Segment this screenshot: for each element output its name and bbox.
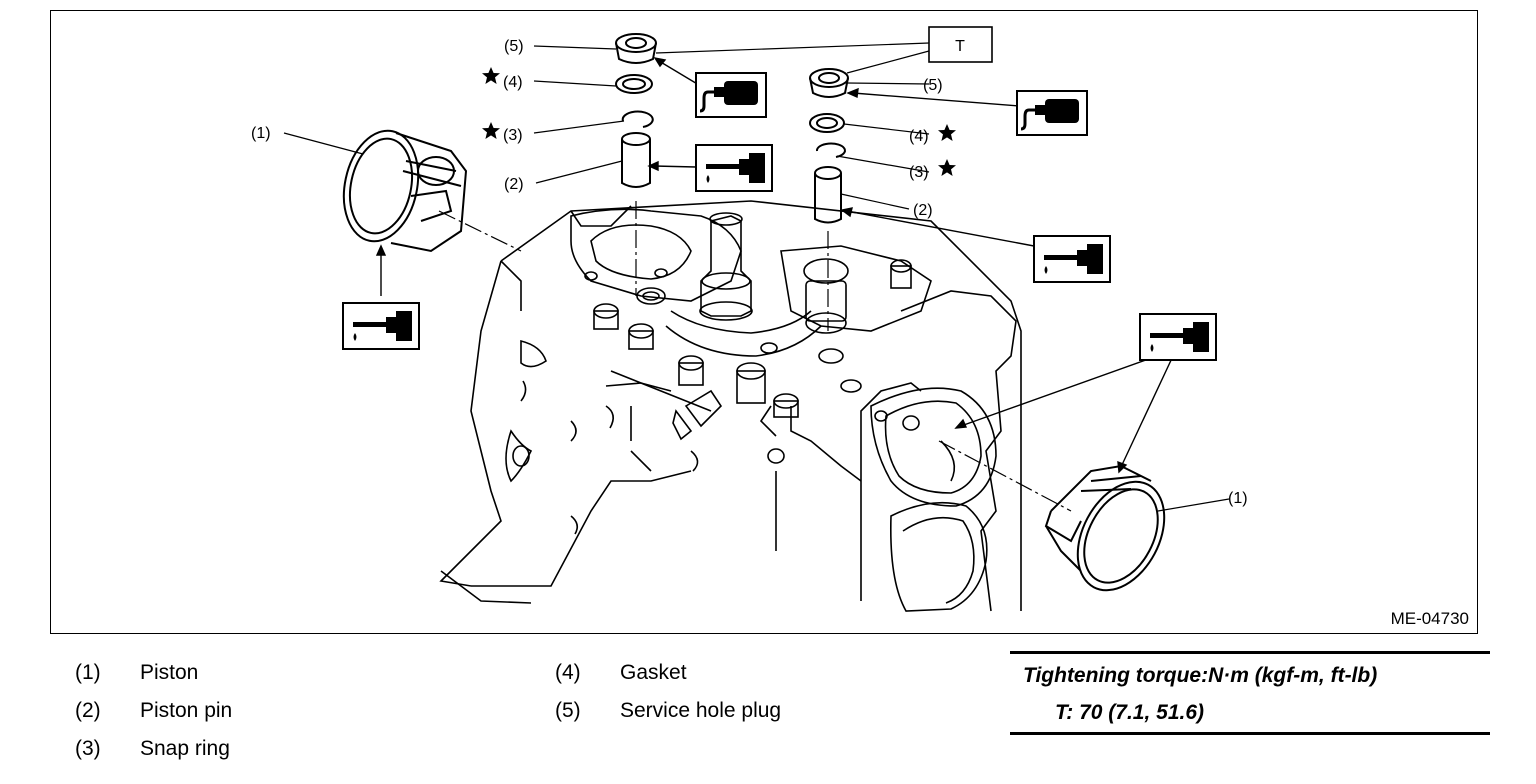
oil-can-icon bbox=[342, 302, 420, 350]
replace-star-icon bbox=[938, 124, 956, 141]
callout-snap-ring-left: (3) bbox=[503, 127, 523, 144]
oil-can-icon bbox=[1139, 313, 1217, 361]
callout-service-hole-plug-left: (5) bbox=[504, 38, 524, 55]
torque-value: T: 70 (7.1, 51.6) bbox=[1055, 701, 1205, 724]
legend-number: (5) bbox=[555, 699, 581, 722]
legend-label: Piston bbox=[140, 661, 199, 684]
torque-tag-box bbox=[928, 26, 993, 63]
replace-star-icon bbox=[938, 159, 956, 176]
torque-header: Tightening torque:N·m (kgf-m, ft-lb) bbox=[1023, 664, 1378, 687]
diagram-frame: T (1) (1) (5) (4) (3) (2) (5) (4) (3) (2… bbox=[50, 10, 1478, 634]
left-parts-stack bbox=[615, 33, 657, 188]
callout-labels: (1) (1) (5) (4) (3) (2) (5) (4) (3) (2) bbox=[251, 38, 1248, 507]
icon-arrows bbox=[375, 56, 1174, 474]
oil-can-icon bbox=[1033, 235, 1111, 283]
replace-star-icon bbox=[482, 67, 500, 84]
sealant-tube-icon bbox=[694, 71, 768, 119]
legend-number: (2) bbox=[75, 699, 101, 722]
legend-number: (3) bbox=[75, 737, 101, 760]
legend-label: Snap ring bbox=[140, 737, 230, 760]
callout-piston-pin-left: (2) bbox=[504, 176, 524, 193]
leader-lines bbox=[283, 42, 1230, 512]
oil-can-icon bbox=[695, 144, 773, 192]
assembly-axes bbox=[438, 201, 1072, 512]
callout-snap-ring-right: (3) bbox=[909, 164, 929, 181]
exploded-view-diagram: T (1) (1) (5) (4) (3) (2) (5) (4) (3) (2… bbox=[251, 26, 1248, 612]
right-parts-stack bbox=[809, 68, 849, 224]
callout-piston-left: (1) bbox=[251, 125, 271, 142]
callout-service-hole-plug-right: (5) bbox=[923, 77, 943, 94]
piston-left bbox=[342, 129, 468, 253]
sealant-tube-icon bbox=[1015, 89, 1089, 137]
legend-number: (4) bbox=[555, 661, 581, 684]
callout-piston-pin-right: (2) bbox=[913, 202, 933, 219]
legend-label: Gasket bbox=[620, 661, 687, 684]
callout-gasket-right: (4) bbox=[909, 128, 929, 145]
legend-label: Service hole plug bbox=[620, 699, 782, 722]
legend-label: Piston pin bbox=[140, 699, 233, 722]
legend-number: (1) bbox=[75, 661, 101, 684]
torque-spec-box: Tightening torque:N·m (kgf-m, ft-lb) T: … bbox=[1010, 651, 1490, 735]
torque-tag-label: T bbox=[955, 38, 965, 55]
callout-piston-right: (1) bbox=[1228, 490, 1248, 507]
engine-block bbox=[439, 200, 1022, 612]
replace-star-icon bbox=[482, 122, 500, 139]
callout-gasket-left: (4) bbox=[503, 74, 523, 91]
piston-right bbox=[1044, 464, 1166, 592]
figure-id: ME-04730 bbox=[1390, 609, 1469, 628]
